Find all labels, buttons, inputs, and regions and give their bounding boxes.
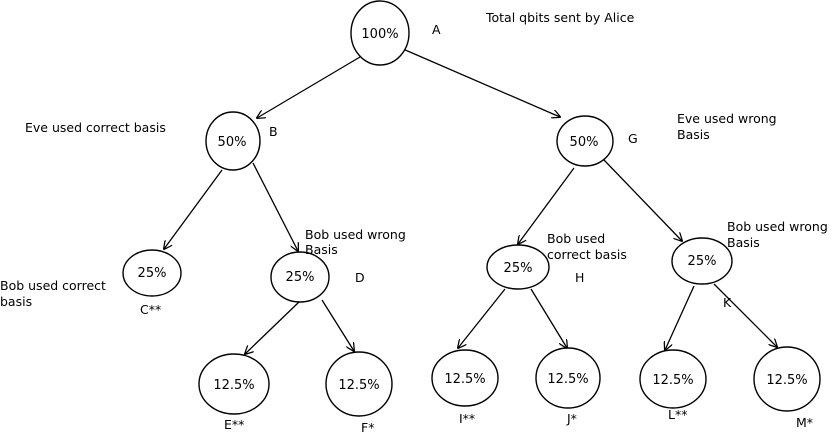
node-b-value: 50% <box>218 135 247 150</box>
node-k-letter: K <box>723 295 732 310</box>
bob-correct-basis-left-line2: basis <box>0 294 32 309</box>
node-e-letter: E** <box>224 417 244 432</box>
node-c-letter: C** <box>140 302 161 317</box>
node-g-letter: G <box>628 131 638 146</box>
bob-wrong-basis-right-line2: Basis <box>727 235 760 250</box>
node-e <box>198 353 270 415</box>
edge-h-j <box>530 288 567 348</box>
node-k-value: 25% <box>688 254 717 269</box>
node-values: 100% 50% 50% 25% 25% 25% 25% 12.5% 12.5%… <box>138 27 808 393</box>
edge-a-g <box>402 48 560 117</box>
bob-correct-basis-right-line2: correct basis <box>547 247 627 262</box>
node-l-value: 12.5% <box>652 373 693 388</box>
node-d <box>270 251 330 303</box>
node-l-letter: L** <box>668 407 687 422</box>
node-h-value: 25% <box>504 261 533 276</box>
node-a-value: 100% <box>361 27 398 42</box>
node-m <box>753 346 821 412</box>
bob-correct-basis-right-line1: Bob used <box>547 231 605 246</box>
edge-a-b <box>257 56 361 118</box>
eve-wrong-basis-label-line2: Basis <box>677 127 710 142</box>
node-i-letter: I** <box>459 411 475 426</box>
node-i-value: 12.5% <box>444 372 485 387</box>
node-h <box>486 244 550 290</box>
node-j <box>535 347 601 409</box>
node-d-value: 25% <box>286 270 315 285</box>
node-letters: A B G C** D H K E** F* I** J* L** M* <box>140 22 813 435</box>
bob-wrong-basis-left-line2: Basis <box>305 242 338 257</box>
node-i <box>431 349 499 407</box>
bob-correct-basis-left-line1: Bob used correct <box>0 278 106 293</box>
edges <box>164 48 777 354</box>
node-d-letter: D <box>355 270 365 285</box>
node-a <box>350 0 410 66</box>
edge-k-m <box>713 283 777 347</box>
edge-b-d <box>252 162 298 251</box>
bob-wrong-basis-right-line1: Bob used wrong <box>727 219 828 234</box>
edge-b-c <box>164 169 223 249</box>
eve-wrong-basis-label-line1: Eve used wrong <box>677 111 777 126</box>
edge-d-e <box>245 301 300 354</box>
node-j-letter: J* <box>566 411 577 426</box>
edge-g-h <box>518 167 575 244</box>
edge-h-i <box>458 288 506 348</box>
node-l <box>639 349 707 409</box>
node-e-value: 12.5% <box>213 378 254 393</box>
node-f-letter: F* <box>361 420 374 435</box>
node-h-letter: H <box>575 270 584 285</box>
node-j-value: 12.5% <box>547 372 588 387</box>
node-k <box>671 237 733 285</box>
node-b <box>205 111 261 171</box>
node-m-letter: M* <box>796 415 813 430</box>
node-c <box>122 249 182 297</box>
node-f <box>325 351 393 417</box>
node-c-value: 25% <box>138 266 167 281</box>
edge-k-l <box>665 285 695 350</box>
annotations: Total qbits sent by Alice Eve used corre… <box>0 10 828 309</box>
node-a-letter: A <box>432 22 441 37</box>
node-b-letter: B <box>269 124 278 139</box>
node-g-value: 50% <box>570 135 599 150</box>
diagram-title: Total qbits sent by Alice <box>485 10 635 25</box>
edge-g-k <box>603 159 682 241</box>
edge-d-f <box>321 299 354 351</box>
node-m-value: 12.5% <box>766 373 807 388</box>
eve-correct-basis-label: Eve used correct basis <box>25 120 166 135</box>
bob-wrong-basis-left-line1: Bob used wrong <box>305 227 406 242</box>
node-g <box>556 115 614 167</box>
nodes <box>122 0 821 417</box>
node-f-value: 12.5% <box>338 378 379 393</box>
